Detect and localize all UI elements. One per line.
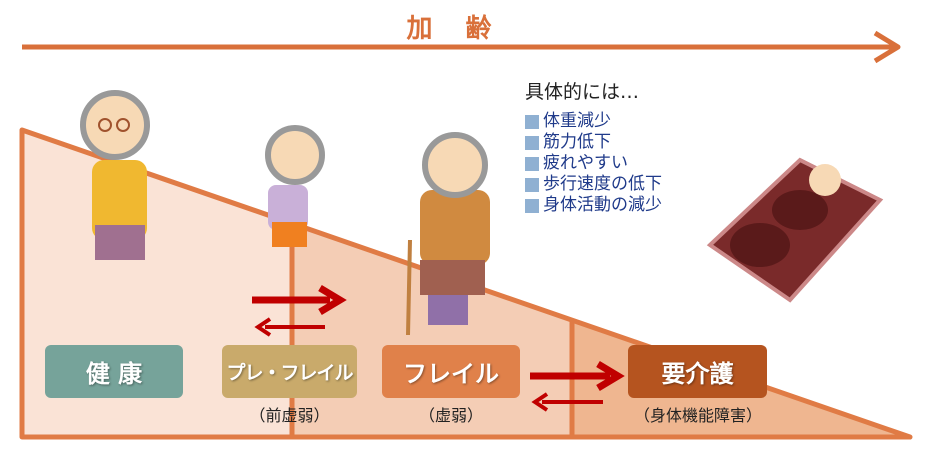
details-heading: 具体的には… [525,81,640,103]
healthy-elder-illustration [80,90,150,260]
stage-care: 要介護 [628,345,767,398]
stage-prefrail-sub: （前虚弱） [249,406,330,425]
prefrail-elder-illustration [265,125,325,247]
stage-healthy: 健 康 [45,345,183,398]
bullet-icon [525,114,539,129]
aging-title: 加 齢 [406,14,504,44]
list-item: 身体活動の減少 [525,195,662,216]
stage-frail: フレイル [382,345,520,398]
stage-care-sub: （身体機能障害） [633,406,762,425]
bullet-icon [525,156,539,171]
aging-arrow [22,30,901,64]
frail-elder-illustration [406,132,490,336]
bullet-icon [525,177,539,192]
list-item: 筋力低下 [525,132,662,153]
stage-frail-sub: （虚弱） [418,406,483,425]
list-item: 歩行速度の低下 [525,174,662,195]
details-list: 具体的には… 体重減少 筋力低下 疲れやすい 歩行速度の低下 身体活動の減少 [525,82,662,216]
list-item: 疲れやすい [525,153,662,174]
stage-prefrail: プレ・フレイル [222,345,357,398]
list-item: 体重減少 [525,111,662,132]
transition-arrows [252,284,625,412]
bullet-icon [525,135,539,150]
bullet-icon [525,198,539,213]
bedridden-illustration [706,157,884,303]
